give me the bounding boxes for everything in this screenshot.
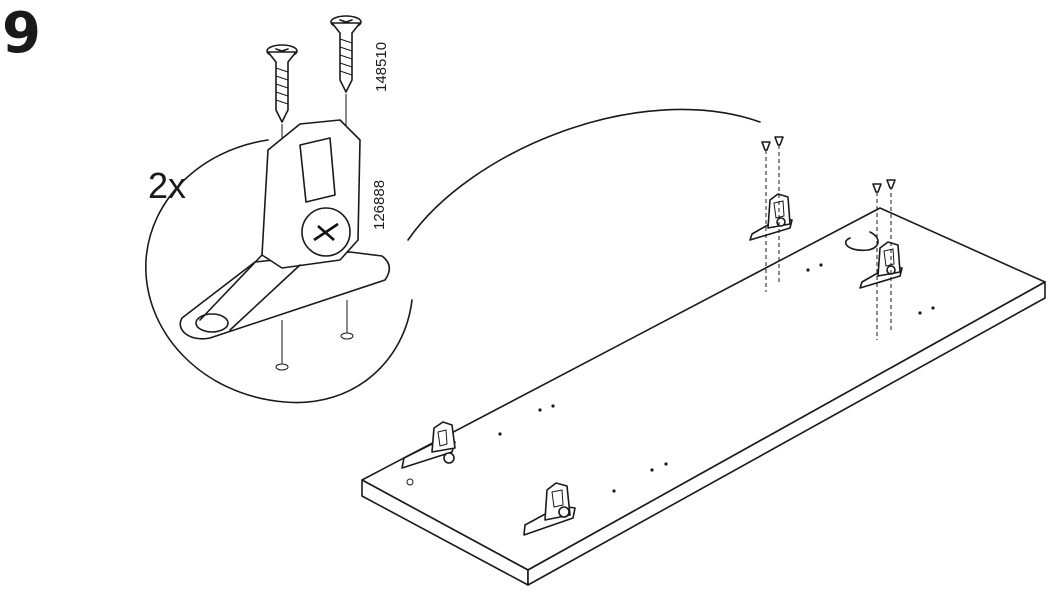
screw-part-code: 148510: [373, 42, 390, 92]
detail-circle: [145, 139, 413, 404]
quantity-label: 2x: [148, 165, 186, 206]
panel-top-face: [361, 207, 1046, 571]
callout-arc: [407, 108, 761, 241]
step-number: 9: [2, 1, 41, 66]
shelf-panel: [361, 207, 1046, 586]
screw-large-right: [330, 15, 362, 140]
bracket-small-back-left: [749, 136, 793, 292]
bracket-large: [179, 119, 391, 371]
detail-callout: [145, 108, 761, 404]
bracket-small-front-right: [523, 482, 576, 536]
bracket-small-back-right: [859, 179, 903, 340]
bracket-part-code: 126888: [371, 180, 388, 230]
panel-side-edge: [527, 281, 1046, 586]
bracket-small-front-left: [401, 421, 456, 469]
